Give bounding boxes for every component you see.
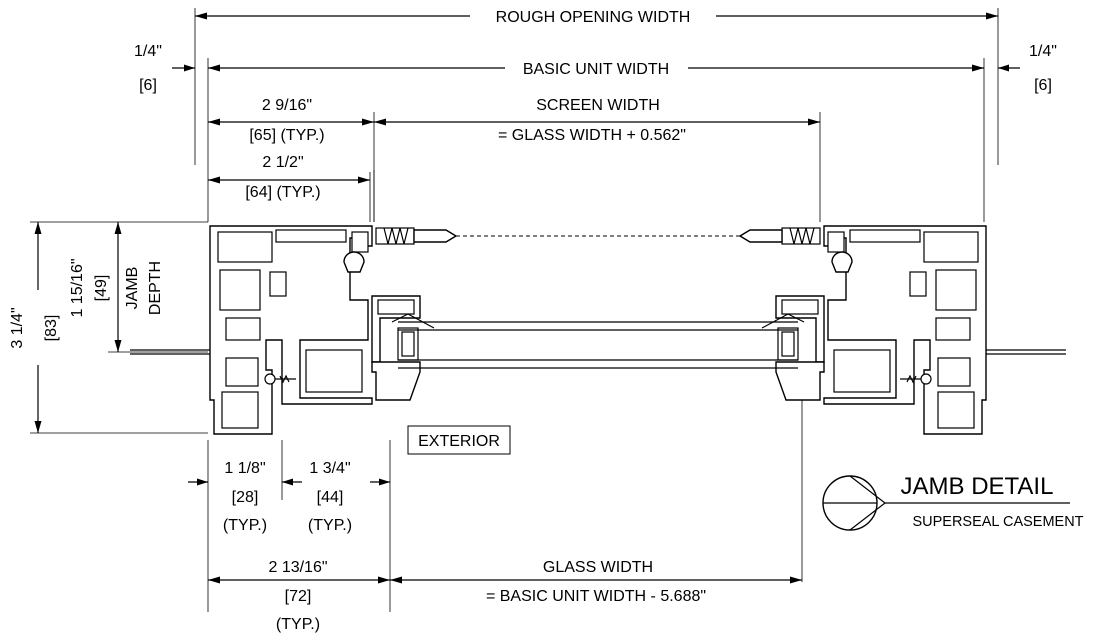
- frame-width-typ: (TYP.): [223, 517, 267, 534]
- sash-offset-inch: 2 1/2": [262, 154, 303, 171]
- title-sub: SUPERSEAL CASEMENT: [912, 514, 1083, 530]
- title-main: JAMB DETAIL: [901, 473, 1054, 500]
- screen-offset-mm: [65] (TYP.): [249, 127, 324, 144]
- left-gap-inch: 1/4": [134, 43, 162, 60]
- right-gap-inch: 1/4": [1029, 43, 1057, 60]
- sash-profile-right: [761, 295, 825, 401]
- glass-unit: [398, 321, 798, 369]
- glass-offset-mm: [72]: [285, 588, 312, 605]
- overall-depth-mm: [83]: [43, 315, 60, 342]
- jamb-depth-inch: 1 15/16": [69, 258, 86, 317]
- overall-depth-inch: 3 1/4": [9, 307, 26, 348]
- dimension-labels: ROUGH OPENING WIDTH BASIC UNIT WIDTH 1/4…: [9, 9, 1057, 633]
- glass-offset-typ: (TYP.): [276, 616, 320, 633]
- right-gap-mm: [6]: [1034, 77, 1052, 94]
- jamb-depth-word2: DEPTH: [147, 261, 164, 315]
- exterior-tag: EXTERIOR: [407, 425, 511, 455]
- frame-width-inch: 1 1/8": [224, 460, 265, 477]
- frame-width-mm: [28]: [232, 489, 259, 506]
- frame-profile-left: [130, 225, 373, 435]
- sash-offset-mm: [64] (TYP.): [245, 184, 320, 201]
- sash-width-typ: (TYP.): [308, 517, 352, 534]
- glass-width-label: GLASS WIDTH: [543, 559, 653, 576]
- glass-offset-inch: 2 13/16": [268, 559, 327, 576]
- exterior-label: EXTERIOR: [418, 433, 500, 450]
- jamb-depth-mm: [49]: [93, 275, 110, 302]
- basic-unit-width-label: BASIC UNIT WIDTH: [523, 61, 669, 78]
- screen-width-label: SCREEN WIDTH: [536, 97, 660, 114]
- rough-opening-width-label: ROUGH OPENING WIDTH: [496, 9, 691, 26]
- extension-lines: [30, 8, 999, 612]
- dimension-lines: [34, 12, 1020, 584]
- title-block: JAMB DETAIL SUPERSEAL CASEMENT: [822, 473, 1084, 531]
- screen-width-formula: = GLASS WIDTH + 0.562": [498, 127, 686, 144]
- frame-profile-right: [823, 225, 1066, 435]
- sash-profile-left: [371, 295, 435, 401]
- sash-width-mm: [44]: [317, 489, 344, 506]
- sash-width-inch: 1 3/4": [309, 460, 350, 477]
- screen-offset-inch: 2 9/16": [262, 97, 312, 114]
- glass-width-formula: = BASIC UNIT WIDTH - 5.688": [486, 588, 706, 605]
- jamb-depth-word1: JAMB: [124, 267, 141, 310]
- left-gap-mm: [6]: [139, 77, 157, 94]
- screen-assembly: [375, 227, 821, 245]
